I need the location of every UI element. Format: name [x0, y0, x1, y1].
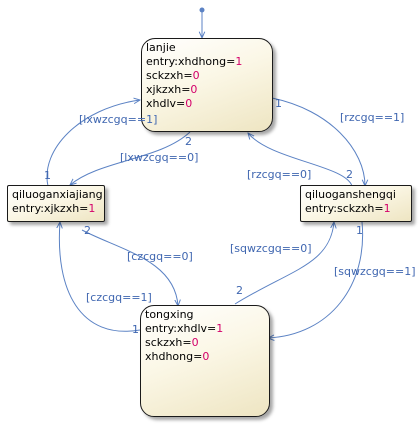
- state-qiluoganxiajiang-line-1: entry:xjkzxh=1: [12, 202, 96, 215]
- transition-label-lxwzcgq-0[interactable]: [lxwzcgq==0]: [120, 151, 199, 164]
- transition-label-sqwzcgq-1[interactable]: [sqwzcgq==1]: [334, 265, 416, 278]
- transition-label-rzcgq-1[interactable]: [rzcgq==1]: [340, 111, 405, 124]
- state-tongxing-line-1: entry:xhdlv=1: [145, 322, 224, 335]
- state-qiluoganshengqi-line-1: entry:sckzxh=1: [305, 202, 391, 215]
- priority-tong-top: 2: [236, 284, 243, 297]
- state-lanjie[interactable]: lanjie entry:xhdhong=1 sckzxh=0 xjkzxh=0…: [141, 38, 273, 132]
- transition-lanjie-to-shengqi[interactable]: [271, 97, 365, 186]
- transition-xiajiang-to-lanjie[interactable]: [46, 100, 140, 187]
- priority-lanjie-bottom: 2: [185, 135, 192, 148]
- transition-label-czcgq-0[interactable]: [czcgq==0]: [127, 250, 193, 263]
- transition-tongxing-to-xiajiang[interactable]: [59, 222, 141, 332]
- priority-right-top: 2: [346, 168, 353, 181]
- state-tongxing-line-2: sckzxh=0: [145, 336, 199, 349]
- transition-label-lxwzcgq-1[interactable]: [lxwzcgq==1]: [79, 113, 158, 126]
- state-lanjie-line-4: xhdlv=0: [146, 97, 193, 110]
- transition-label-czcgq-1[interactable]: [czcgq==1]: [86, 291, 152, 304]
- transition-shengqi-to-tongxing[interactable]: [268, 221, 364, 338]
- transition-lanjie-to-xiajiang[interactable]: [70, 131, 191, 185]
- state-lanjie-line-1: entry:xhdhong=1: [146, 55, 243, 68]
- state-tongxing[interactable]: tongxing entry:xhdlv=1 sckzxh=0 xhdhong=…: [140, 305, 270, 417]
- priority-left-top: 1: [44, 169, 51, 182]
- state-lanjie-title: lanjie: [146, 41, 176, 54]
- priority-lanjie-right: 1: [275, 97, 282, 110]
- state-qiluoganxiajiang-title: qiluoganxiajiang: [12, 188, 103, 201]
- transition-shengqi-to-lanjie[interactable]: [248, 133, 353, 187]
- priority-left-bottom: 2: [84, 224, 91, 237]
- priority-right-bottom: 1: [356, 224, 363, 237]
- transition-tongxing-to-shengqi[interactable]: [234, 222, 334, 305]
- priority-tong-left: 1: [132, 323, 139, 336]
- transition-label-sqwzcgq-0[interactable]: [sqwzcgq==0]: [230, 242, 312, 255]
- state-qiluoganshengqi[interactable]: qiluoganshengqi entry:sckzxh=1: [300, 185, 412, 222]
- transition-xiajiang-to-tongxing[interactable]: [81, 229, 178, 306]
- state-tongxing-line-3: xhdhong=0: [145, 350, 210, 363]
- transition-label-rzcgq-0[interactable]: [rzcgq==0]: [247, 168, 312, 181]
- state-lanjie-line-3: xjkzxh=0: [146, 83, 198, 96]
- state-lanjie-line-2: sckzxh=0: [146, 69, 200, 82]
- state-tongxing-title: tongxing: [145, 308, 194, 321]
- state-qiluoganxiajiang[interactable]: qiluoganxiajiang entry:xjkzxh=1: [7, 185, 105, 222]
- state-qiluoganshengqi-title: qiluoganshengqi: [305, 188, 396, 201]
- default-transition-dot[interactable]: [199, 7, 205, 13]
